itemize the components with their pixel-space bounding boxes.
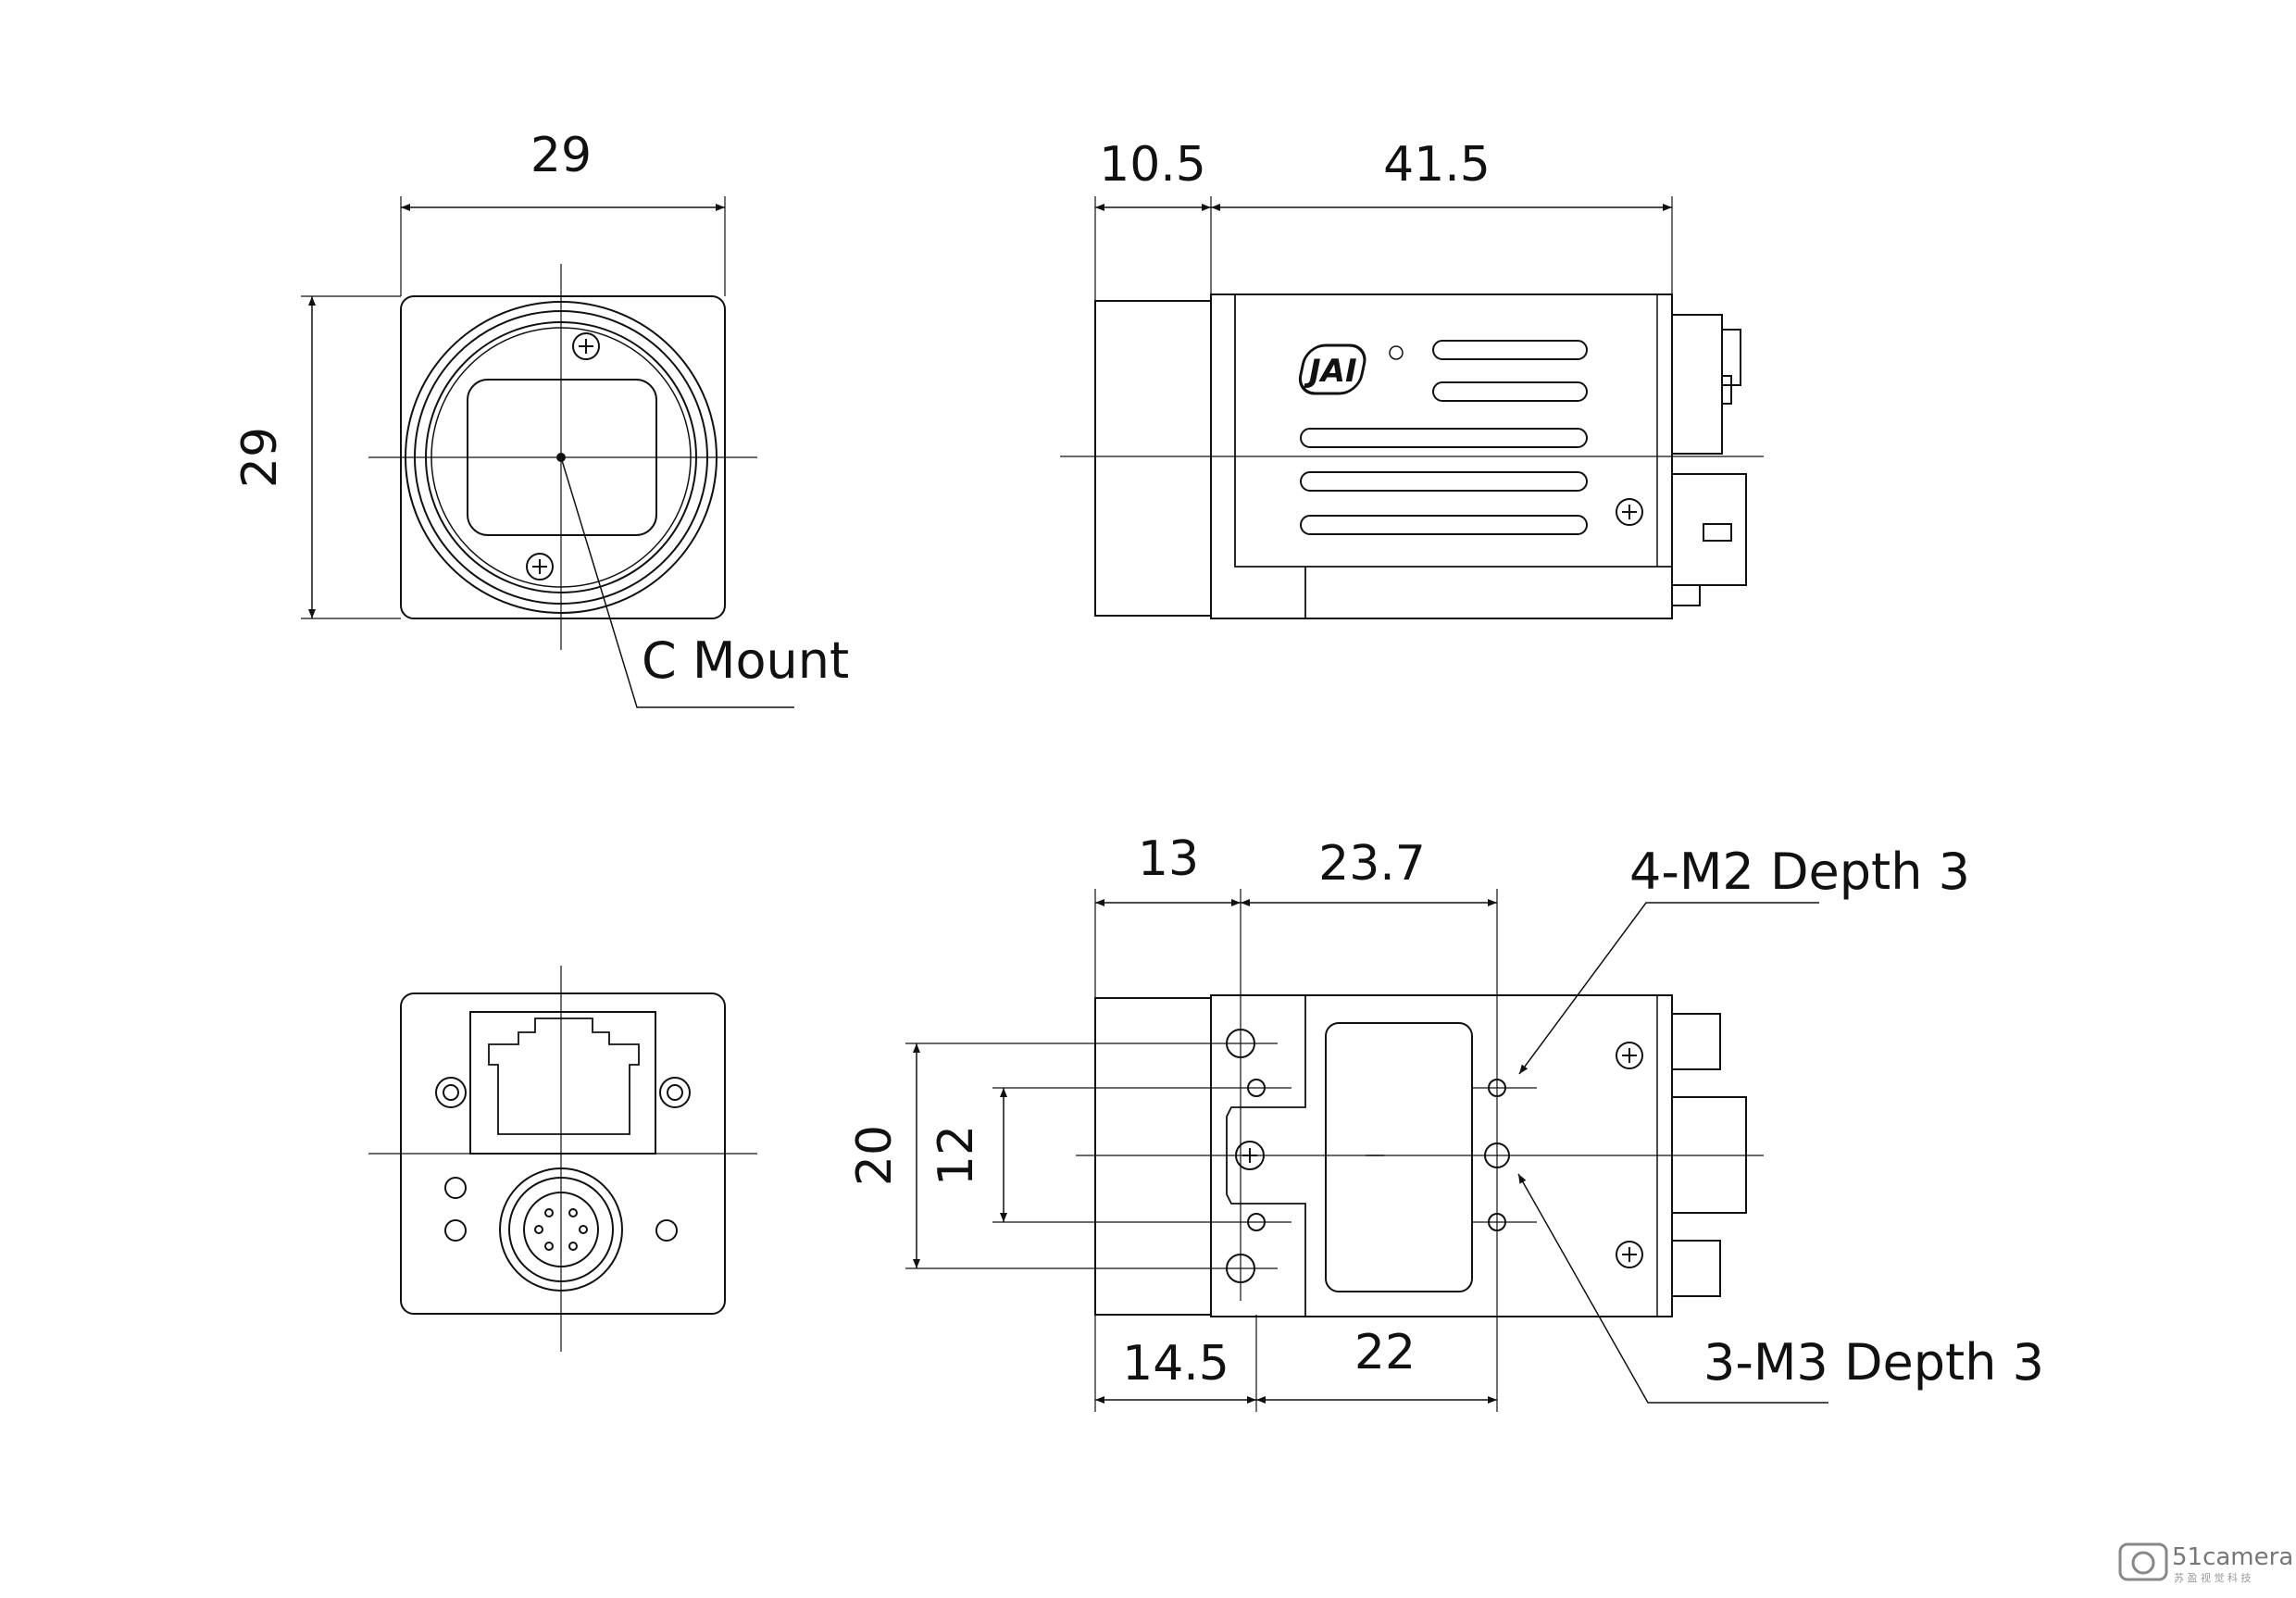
dim-14-5: 14.5	[1122, 1336, 1229, 1392]
lens-mount-block-bottom	[1094, 997, 1212, 1316]
screw-icon	[435, 1077, 467, 1108]
camera-logo-icon	[2118, 1542, 2168, 1581]
screw-icon	[526, 553, 554, 581]
c-mount-label: C Mount	[642, 631, 849, 690]
lens-mount-block	[1094, 300, 1212, 617]
watermark: 51camera 苏 盈 视 觉 科 技	[2118, 1542, 2293, 1584]
screw-icon	[1616, 498, 1643, 526]
front-view	[301, 196, 794, 708]
svg-text:JAI: JAI	[1304, 353, 1357, 390]
c-mount-leader	[560, 456, 794, 708]
svg-text:苏 盈 视 觉 科 技: 苏 盈 视 觉 科 技	[2174, 1571, 2251, 1584]
callout-4-m2-depth-3: 4-M2 Depth 3	[1629, 843, 1970, 901]
screw-icon	[659, 1077, 691, 1108]
dim-12: 12	[929, 1125, 984, 1186]
m3-callout-leader	[1517, 1173, 1828, 1404]
dim-13: 13	[1138, 831, 1199, 887]
cooling-vents	[1300, 340, 1588, 535]
bottom-view	[905, 889, 1828, 1412]
led-indicator	[444, 1177, 467, 1199]
led-indicator	[655, 1219, 678, 1242]
dim-22: 22	[1354, 1325, 1416, 1380]
m2-callout-leader	[1518, 902, 1819, 1075]
callout-3-m3-depth-3: 3-M3 Depth 3	[1703, 1333, 2044, 1392]
rear-connectors	[1671, 314, 1747, 606]
side-view: JAI	[1060, 196, 1764, 619]
dim-41-5: 41.5	[1383, 137, 1491, 193]
screw-icon	[1616, 1042, 1643, 1069]
rear-view	[368, 966, 757, 1352]
dim-10-5: 10.5	[1099, 137, 1206, 193]
dim-width-29: 29	[530, 128, 592, 183]
dim-23-7: 23.7	[1318, 836, 1426, 892]
svg-text:51camera: 51camera	[2172, 1543, 2293, 1571]
screw-icon	[1616, 1241, 1643, 1268]
led-indicator	[444, 1219, 467, 1242]
jai-logo: JAI	[1298, 343, 1404, 395]
screw-icon	[572, 332, 600, 360]
label-area	[1325, 1022, 1473, 1292]
ethernet-port-icon	[469, 1011, 656, 1155]
dim-height-29: 29	[232, 427, 288, 488]
dim-20: 20	[847, 1125, 903, 1186]
